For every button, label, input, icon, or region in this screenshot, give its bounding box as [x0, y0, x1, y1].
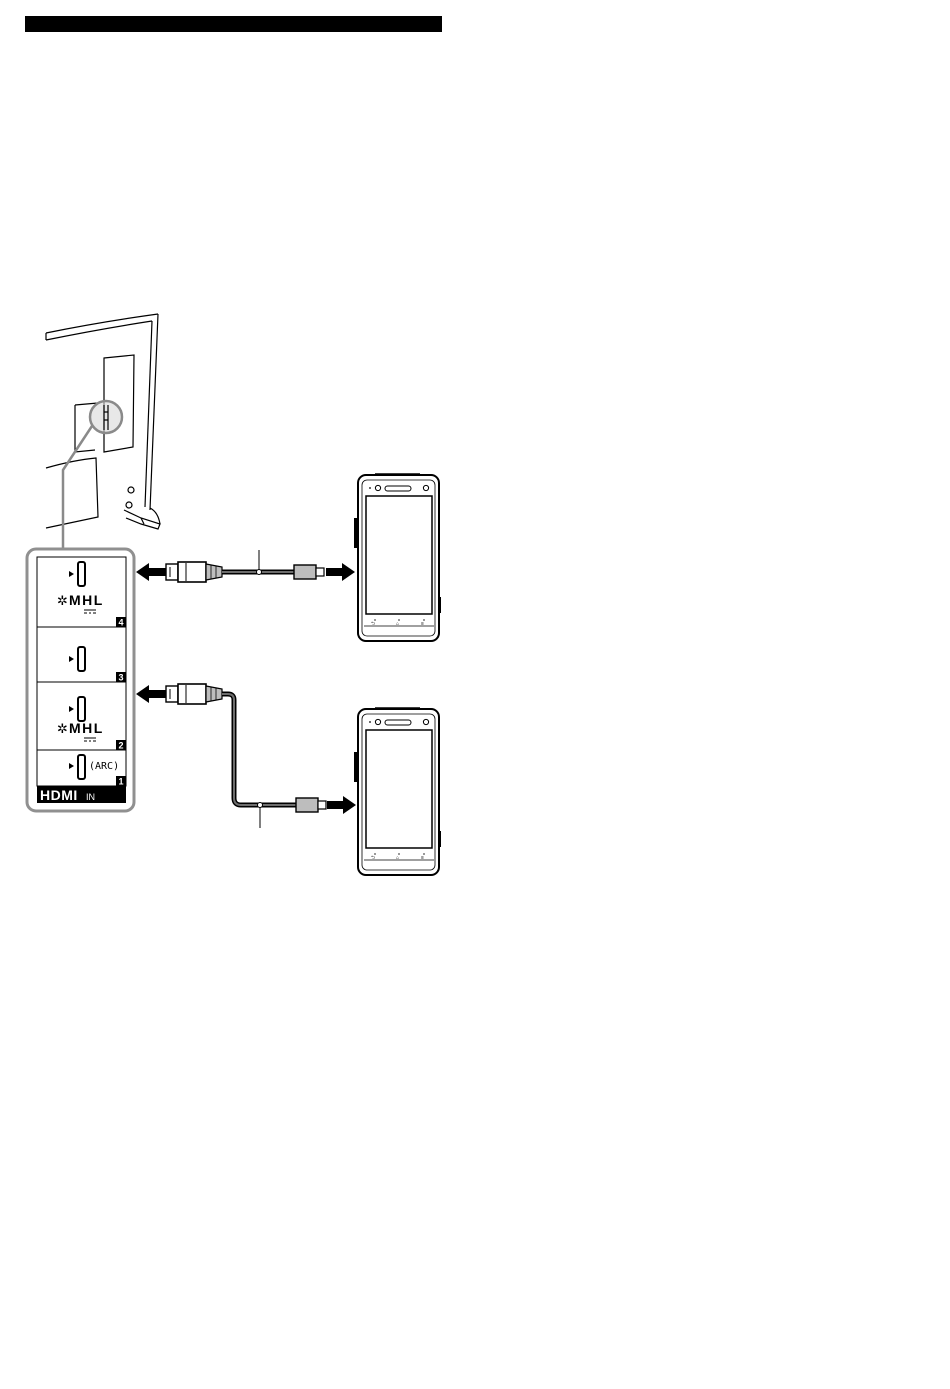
port-number: 2 — [119, 741, 124, 751]
micro-usb-port — [354, 518, 358, 548]
back-key-icon: ⮌ — [371, 620, 375, 627]
hdmi-in-label: IN — [86, 792, 95, 802]
back-key-icon: ⮌ — [371, 854, 375, 861]
section-header-bar — [25, 16, 442, 32]
hdmi-logo: HDMI — [40, 787, 78, 803]
mhl-logo: MHL — [69, 592, 104, 608]
port-number: 1 — [119, 777, 124, 787]
menu-key-icon: ≡ — [421, 855, 424, 861]
mhl-star-icon: ✲ — [57, 593, 68, 608]
mhl-logo: MHL — [69, 720, 104, 736]
arrow-left-icon — [136, 685, 166, 703]
mhl-cable-bottom — [136, 684, 356, 828]
arrow-right-icon — [326, 563, 355, 581]
menu-key-icon: ≡ — [421, 621, 424, 627]
mhl-device-smartphone-top: ⮌ ⌂ ≡ — [354, 474, 441, 641]
phone-screen — [366, 730, 432, 848]
home-key-icon: ⌂ — [396, 855, 399, 861]
home-key-icon: ⌂ — [396, 621, 399, 627]
zoom-callout — [63, 401, 122, 550]
mhl-device-smartphone-bottom: ⮌ ⌂ ≡ — [354, 708, 441, 875]
mhl-cable-top — [136, 550, 355, 582]
phone-screen — [366, 496, 432, 614]
port-number: 3 — [119, 673, 124, 683]
arrow-left-icon — [136, 563, 166, 581]
arrow-right-icon — [327, 796, 356, 814]
arc-label: (ARC) — [89, 761, 119, 772]
port-number: 4 — [119, 618, 124, 628]
micro-usb-port — [354, 752, 358, 782]
mhl-star-icon: ✲ — [57, 721, 68, 736]
